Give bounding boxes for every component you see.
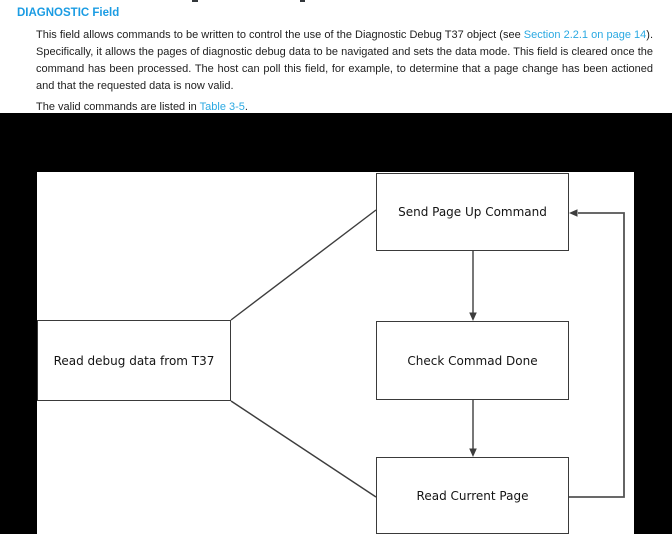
arrowhead-down-icon [469, 312, 477, 321]
paragraph-text: This field allows commands to be written… [36, 29, 524, 41]
flowchart-connectors [230, 209, 625, 498]
flowchart-canvas: Read debug data from T37 Send Page Up Co… [37, 172, 634, 534]
flowchart-node-check-command-done: Check Commad Done [376, 321, 569, 400]
table-link[interactable]: Table 3-5 [199, 101, 245, 113]
cropped-text-fragment [192, 0, 198, 2]
cropped-text-fragment [300, 0, 305, 2]
section-link[interactable]: Section 2.2.1 on page 14 [523, 29, 647, 41]
flowchart-node-read-debug-data: Read debug data from T37 [37, 320, 231, 401]
connector-diagonal-down [230, 400, 377, 498]
body-paragraph: The valid commands are listed in Table 3… [36, 99, 653, 116]
node-label: Read Current Page [416, 488, 529, 503]
node-label: Read debug data from T37 [53, 353, 215, 368]
flowchart-node-read-current-page: Read Current Page [376, 457, 569, 534]
paragraph-text: The valid commands are listed in [36, 101, 200, 113]
section-heading: DIAGNOSTIC Field [17, 7, 120, 19]
node-label: Check Commad Done [407, 353, 538, 368]
arrowhead-left-icon [569, 209, 578, 217]
flowchart-node-send-page-up: Send Page Up Command [376, 173, 569, 251]
body-paragraph: This field allows commands to be written… [36, 27, 653, 95]
figure-black-frame: Read debug data from T37 Send Page Up Co… [0, 113, 672, 534]
document-section: DIAGNOSTIC Field This field allows comma… [0, 0, 672, 116]
connector-loop-back [569, 212, 625, 498]
arrowhead-down-icon [469, 448, 477, 457]
paragraph-text: . [244, 101, 248, 113]
connector-diagonal-up [230, 209, 377, 321]
node-label: Send Page Up Command [398, 205, 547, 219]
paragraph-text: ). Specifically, it allows the pages of … [36, 29, 654, 92]
